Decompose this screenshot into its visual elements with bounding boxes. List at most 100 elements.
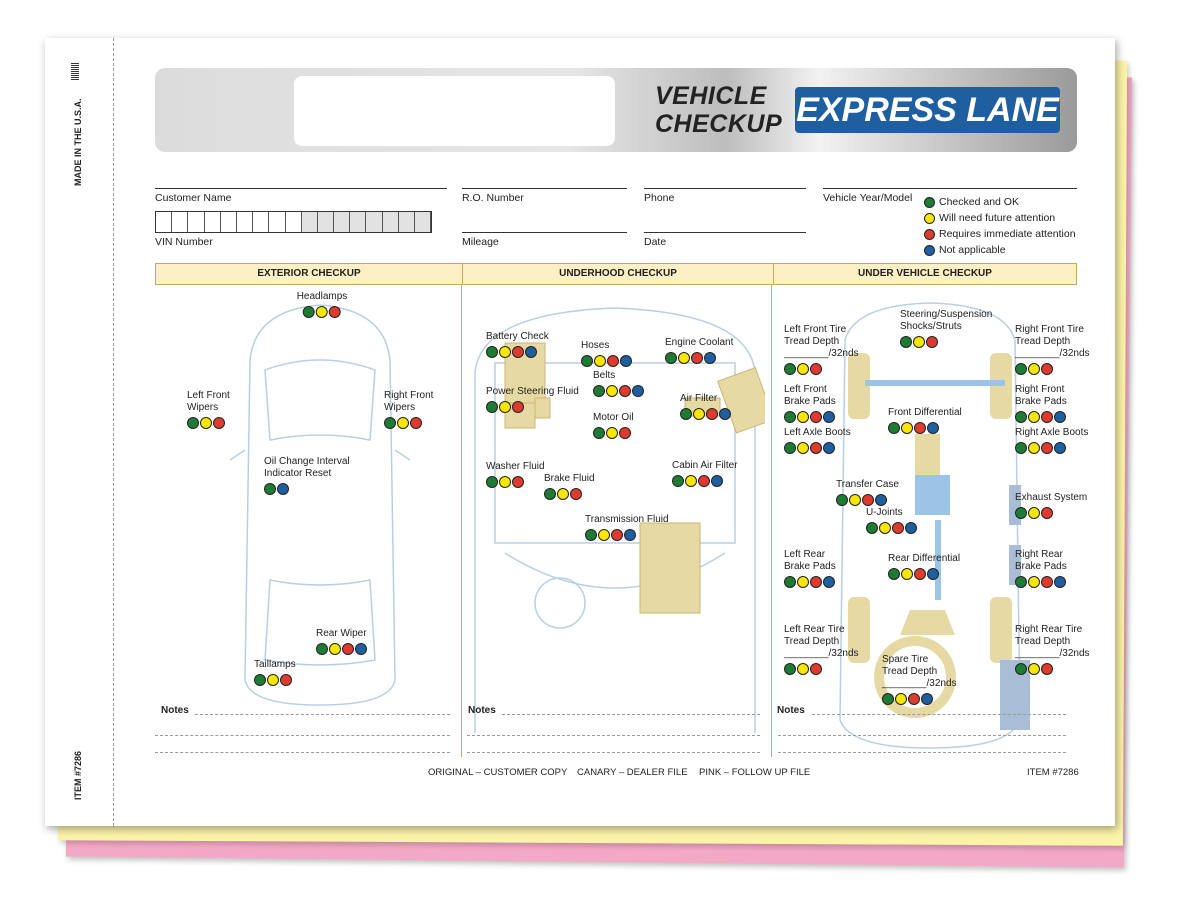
vin-char-box[interactable] xyxy=(205,212,221,232)
yellow-status-dot[interactable] xyxy=(1028,442,1040,454)
red-status-dot[interactable] xyxy=(512,346,524,358)
yellow-status-dot[interactable] xyxy=(499,401,511,413)
yellow-status-dot[interactable] xyxy=(1028,663,1040,675)
red-status-dot[interactable] xyxy=(810,663,822,675)
yellow-status-dot[interactable] xyxy=(901,422,913,434)
red-status-dot[interactable] xyxy=(914,568,926,580)
green-status-dot[interactable] xyxy=(544,488,556,500)
red-status-dot[interactable] xyxy=(1041,576,1053,588)
vin-char-box[interactable] xyxy=(172,212,189,232)
yellow-status-dot[interactable] xyxy=(200,417,212,429)
yellow-status-dot[interactable] xyxy=(499,476,511,488)
yellow-status-dot[interactable] xyxy=(1028,363,1040,375)
green-status-dot[interactable] xyxy=(316,643,328,655)
yellow-status-dot[interactable] xyxy=(913,336,925,348)
red-status-dot[interactable] xyxy=(892,522,904,534)
green-status-dot[interactable] xyxy=(784,576,796,588)
yellow-status-dot[interactable] xyxy=(267,674,279,686)
red-status-dot[interactable] xyxy=(1041,663,1053,675)
yellow-status-dot[interactable] xyxy=(557,488,569,500)
yellow-status-dot[interactable] xyxy=(606,385,618,397)
ro-number-field[interactable] xyxy=(462,188,627,189)
green-status-dot[interactable] xyxy=(672,475,684,487)
blue-status-dot[interactable] xyxy=(704,352,716,364)
yellow-status-dot[interactable] xyxy=(678,352,690,364)
blue-status-dot[interactable] xyxy=(620,355,632,367)
vin-char-box[interactable] xyxy=(398,212,415,232)
green-status-dot[interactable] xyxy=(900,336,912,348)
yellow-status-dot[interactable] xyxy=(1028,576,1040,588)
green-status-dot[interactable] xyxy=(784,363,796,375)
notes-line[interactable] xyxy=(778,735,1066,736)
red-status-dot[interactable] xyxy=(810,442,822,454)
blue-status-dot[interactable] xyxy=(875,494,887,506)
customer-name-field[interactable] xyxy=(155,188,447,189)
green-status-dot[interactable] xyxy=(784,442,796,454)
green-status-dot[interactable] xyxy=(1015,663,1027,675)
red-status-dot[interactable] xyxy=(611,529,623,541)
green-status-dot[interactable] xyxy=(866,522,878,534)
green-status-dot[interactable] xyxy=(1015,363,1027,375)
yellow-status-dot[interactable] xyxy=(316,306,328,318)
yellow-status-dot[interactable] xyxy=(797,442,809,454)
green-status-dot[interactable] xyxy=(784,663,796,675)
notes-line[interactable] xyxy=(467,735,760,736)
green-status-dot[interactable] xyxy=(585,529,597,541)
vehicle-year-model-field[interactable] xyxy=(823,188,1077,189)
vin-char-box[interactable] xyxy=(317,212,335,232)
green-status-dot[interactable] xyxy=(665,352,677,364)
vin-char-box[interactable] xyxy=(188,212,205,232)
red-status-dot[interactable] xyxy=(410,417,422,429)
green-status-dot[interactable] xyxy=(888,568,900,580)
green-status-dot[interactable] xyxy=(593,385,605,397)
blue-status-dot[interactable] xyxy=(719,408,731,420)
red-status-dot[interactable] xyxy=(619,427,631,439)
notes-line[interactable] xyxy=(195,714,450,715)
vin-char-box[interactable] xyxy=(350,212,367,232)
green-status-dot[interactable] xyxy=(1015,507,1027,519)
green-status-dot[interactable] xyxy=(187,417,199,429)
blue-status-dot[interactable] xyxy=(355,643,367,655)
green-status-dot[interactable] xyxy=(680,408,692,420)
notes-line[interactable] xyxy=(502,714,760,715)
red-status-dot[interactable] xyxy=(512,401,524,413)
red-status-dot[interactable] xyxy=(570,488,582,500)
vin-char-box[interactable] xyxy=(286,212,302,232)
yellow-status-dot[interactable] xyxy=(594,355,606,367)
notes-line[interactable] xyxy=(778,752,1066,753)
blue-status-dot[interactable] xyxy=(632,385,644,397)
red-status-dot[interactable] xyxy=(607,355,619,367)
red-status-dot[interactable] xyxy=(280,674,292,686)
vin-number-boxes[interactable] xyxy=(155,211,433,233)
vin-char-box[interactable] xyxy=(156,212,173,232)
red-status-dot[interactable] xyxy=(1041,411,1053,423)
red-status-dot[interactable] xyxy=(1041,507,1053,519)
notes-line[interactable] xyxy=(155,752,450,753)
vin-char-box[interactable] xyxy=(221,212,237,232)
vin-char-box[interactable] xyxy=(334,212,351,232)
blue-status-dot[interactable] xyxy=(1054,576,1066,588)
green-status-dot[interactable] xyxy=(1015,411,1027,423)
blue-status-dot[interactable] xyxy=(525,346,537,358)
red-status-dot[interactable] xyxy=(619,385,631,397)
green-status-dot[interactable] xyxy=(1015,576,1027,588)
red-status-dot[interactable] xyxy=(926,336,938,348)
blue-status-dot[interactable] xyxy=(823,411,835,423)
blue-status-dot[interactable] xyxy=(921,693,933,705)
notes-line[interactable] xyxy=(155,735,450,736)
green-status-dot[interactable] xyxy=(486,401,498,413)
blue-status-dot[interactable] xyxy=(711,475,723,487)
yellow-status-dot[interactable] xyxy=(329,643,341,655)
green-status-dot[interactable] xyxy=(254,674,266,686)
green-status-dot[interactable] xyxy=(888,422,900,434)
red-status-dot[interactable] xyxy=(810,363,822,375)
vin-char-box[interactable] xyxy=(237,212,254,232)
blue-status-dot[interactable] xyxy=(927,422,939,434)
yellow-status-dot[interactable] xyxy=(879,522,891,534)
red-status-dot[interactable] xyxy=(691,352,703,364)
blue-status-dot[interactable] xyxy=(1054,411,1066,423)
phone-field[interactable] xyxy=(644,188,806,189)
red-status-dot[interactable] xyxy=(706,408,718,420)
red-status-dot[interactable] xyxy=(698,475,710,487)
notes-line[interactable] xyxy=(812,714,1066,715)
